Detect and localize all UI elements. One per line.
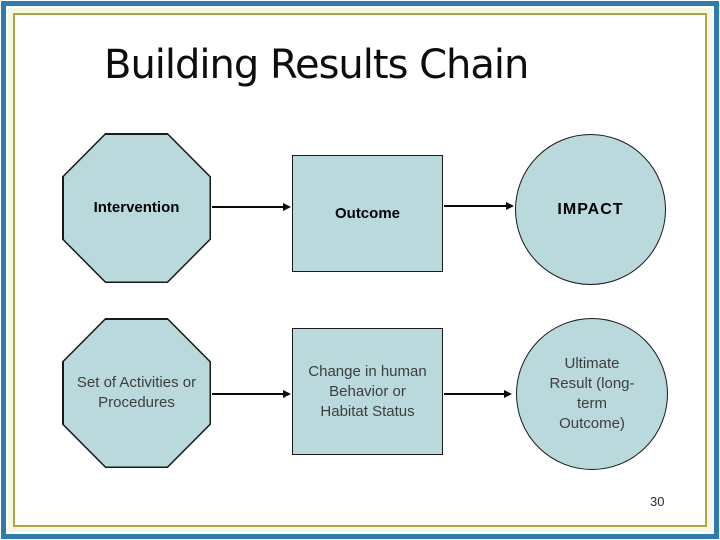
flow-arrow-activities-to-change [212,390,291,398]
arrow-line [444,205,508,207]
arrow-head-icon [283,390,291,398]
arrow-line [212,206,285,208]
arrow-head-icon [283,203,291,211]
octagon-intervention-label: Intervention [93,199,180,216]
flow-arrow-intervention-to-outcome [212,203,291,211]
arrow-head-icon [506,202,514,210]
octagon-intervention: Intervention [62,133,211,283]
rect-outcome-label: Outcome [334,204,400,222]
octagon-fill [63,319,210,467]
rect-behavior-change: Change in human Behavior or Habitat Stat… [292,328,443,455]
circle-impact: IMPACT [515,134,666,285]
flow-arrow-outcome-to-impact [444,202,514,210]
arrow-line [444,393,506,395]
slide-title: Building Results Chain [104,42,529,88]
octagon-activities-label: Set of Activities or Procedures [76,374,197,411]
circle-ultimate-result: Ultimate Result (long-term Outcome) [516,318,668,470]
octagon-activities: Set of Activities or Procedures [62,318,211,468]
circle-ultimate-result-label: Ultimate Result (long-term Outcome) [549,355,635,432]
rect-outcome: Outcome [292,155,443,272]
arrow-line [212,393,285,395]
rect-behavior-change-label: Change in human Behavior or Habitat Stat… [308,362,427,420]
circle-impact-label: IMPACT [557,200,624,218]
arrow-head-icon [504,390,512,398]
page-number: 30 [650,494,665,509]
octagon-fill [63,134,210,282]
flow-arrow-change-to-ultimate [444,390,512,398]
